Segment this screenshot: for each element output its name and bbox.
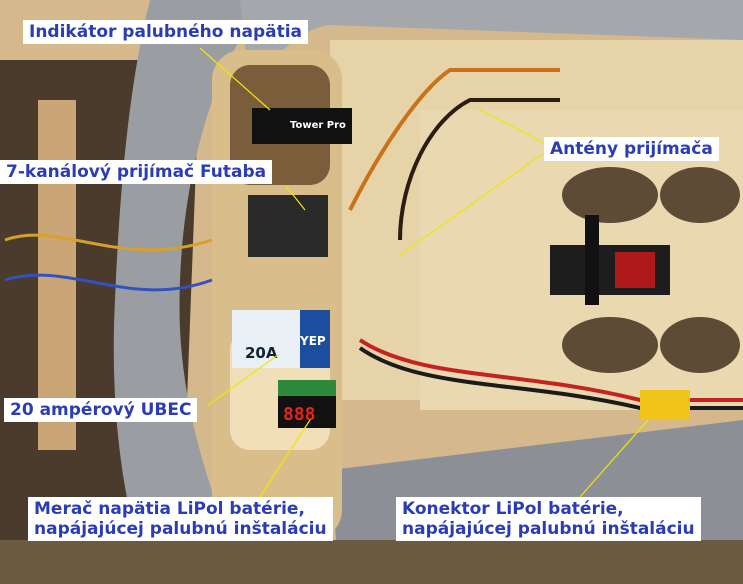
voltage-meter-display: 888 bbox=[283, 404, 316, 425]
label-receiver: 7-kanálový prijímač Futaba bbox=[0, 160, 273, 184]
xt-connector bbox=[640, 390, 690, 420]
oval-hole-3 bbox=[562, 317, 658, 373]
wire-servo-2 bbox=[4, 273, 213, 292]
servo-arm bbox=[585, 215, 599, 305]
bottom-strip bbox=[0, 540, 743, 584]
oval-hole-1 bbox=[562, 167, 658, 223]
leader-ubec bbox=[207, 354, 279, 406]
oval-hole-4 bbox=[660, 317, 740, 373]
antenna-orange bbox=[348, 68, 560, 211]
label-voltage-indicator: Indikátor palubného napätia bbox=[23, 20, 309, 44]
label-lipo-connector-line1: Konektor LiPol batérie, bbox=[402, 499, 624, 519]
fuselage-frame-left bbox=[113, 0, 270, 584]
ubec-model-text: 20A bbox=[245, 344, 278, 362]
label-receiver-text: 7-kanálový prijímač Futaba bbox=[6, 162, 267, 182]
leader-antennas bbox=[479, 109, 549, 146]
wire-red bbox=[358, 338, 743, 402]
label-antennas-text: Antény prijímača bbox=[550, 139, 713, 159]
leader-receiver bbox=[285, 185, 306, 211]
antenna-black bbox=[398, 98, 560, 241]
label-lipo-meter-line2: napájajúcej palubnú inštaláciu bbox=[34, 519, 327, 539]
label-lipo-meter-line1: Merač napätia LiPol batérie, bbox=[34, 499, 305, 519]
wire-servo bbox=[4, 233, 213, 252]
label-ubec: 20 ampérový UBEC bbox=[4, 398, 198, 422]
leader-antennas-2 bbox=[399, 149, 549, 256]
tower-pro-device bbox=[252, 108, 352, 144]
leader-voltage-indicator bbox=[199, 47, 271, 111]
label-voltage-indicator-text: Indikátor palubného napätia bbox=[29, 22, 303, 42]
oval-hole-2 bbox=[660, 167, 740, 223]
leader-lipo-connector bbox=[579, 419, 649, 498]
label-lipo-connector-line2: napájajúcej palubnú inštaláciu bbox=[402, 519, 695, 539]
leader-lines bbox=[199, 47, 649, 498]
label-lipo-meter: Merač napätia LiPol batérie, napájajúcej… bbox=[28, 497, 333, 541]
label-ubec-text: 20 ampérový UBEC bbox=[10, 400, 192, 420]
voltage-meter-green bbox=[278, 380, 336, 396]
label-antennas: Antény prijímača bbox=[544, 137, 719, 161]
servo-label bbox=[615, 252, 655, 288]
wire-black bbox=[358, 346, 743, 410]
leader-lipo-meter bbox=[259, 419, 311, 498]
label-lipo-connector: Konektor LiPol batérie, napájajúcej palu… bbox=[396, 497, 701, 541]
tower-pro-text: Tower Pro bbox=[290, 120, 346, 131]
futaba-receiver bbox=[248, 195, 328, 257]
ubec-blue bbox=[300, 310, 330, 368]
ubec-brand-text: YEP bbox=[299, 334, 326, 348]
fuselage-top bbox=[240, 0, 743, 90]
